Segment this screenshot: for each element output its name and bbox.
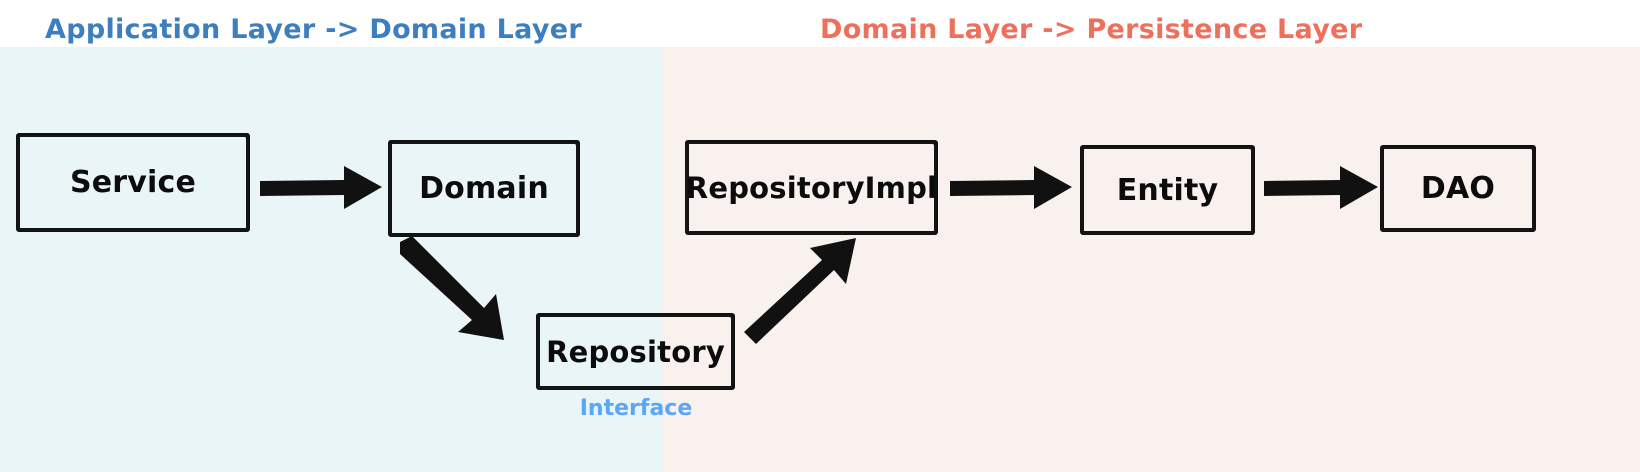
node-domain-label: Domain: [419, 171, 549, 206]
arrow-repository-to-repositoryimpl: [738, 236, 868, 352]
panel-application-domain: [0, 47, 662, 472]
node-repository[interactable]: Repository: [536, 313, 735, 390]
arrow-service-to-domain: [258, 160, 386, 220]
node-repositoryimpl[interactable]: RepositoryImpl: [685, 140, 938, 235]
node-repository-label: Repository: [546, 334, 725, 369]
node-domain-border-sketch: [389, 142, 578, 236]
node-entity-border-sketch: [1081, 147, 1253, 234]
node-service-label: Service: [69, 165, 197, 200]
panel-title-right: Domain Layer -> Persistence Layer: [820, 14, 1363, 45]
node-repositoryimpl-label: RepositoryImpl: [685, 170, 938, 205]
node-dao[interactable]: DAO: [1380, 145, 1536, 232]
node-dao-label: DAO: [1420, 171, 1496, 206]
node-entity[interactable]: Entity: [1080, 145, 1255, 235]
arrow-domain-to-repository: [392, 236, 542, 352]
node-repository-border-sketch: [537, 315, 733, 389]
node-entity-label: Entity: [1116, 172, 1219, 208]
node-repositoryimpl-border-sketch: [686, 142, 936, 234]
node-dao-border-sketch: [1381, 147, 1534, 231]
node-service-border-sketch: [17, 135, 248, 231]
node-domain[interactable]: Domain: [388, 140, 580, 237]
node-service[interactable]: Service: [16, 133, 250, 232]
arrow-repositoryimpl-to-entity: [948, 160, 1076, 220]
panel-title-left: Application Layer -> Domain Layer: [45, 14, 582, 45]
interface-caption: Interface: [579, 396, 693, 421]
arrow-entity-to-dao: [1262, 160, 1382, 220]
